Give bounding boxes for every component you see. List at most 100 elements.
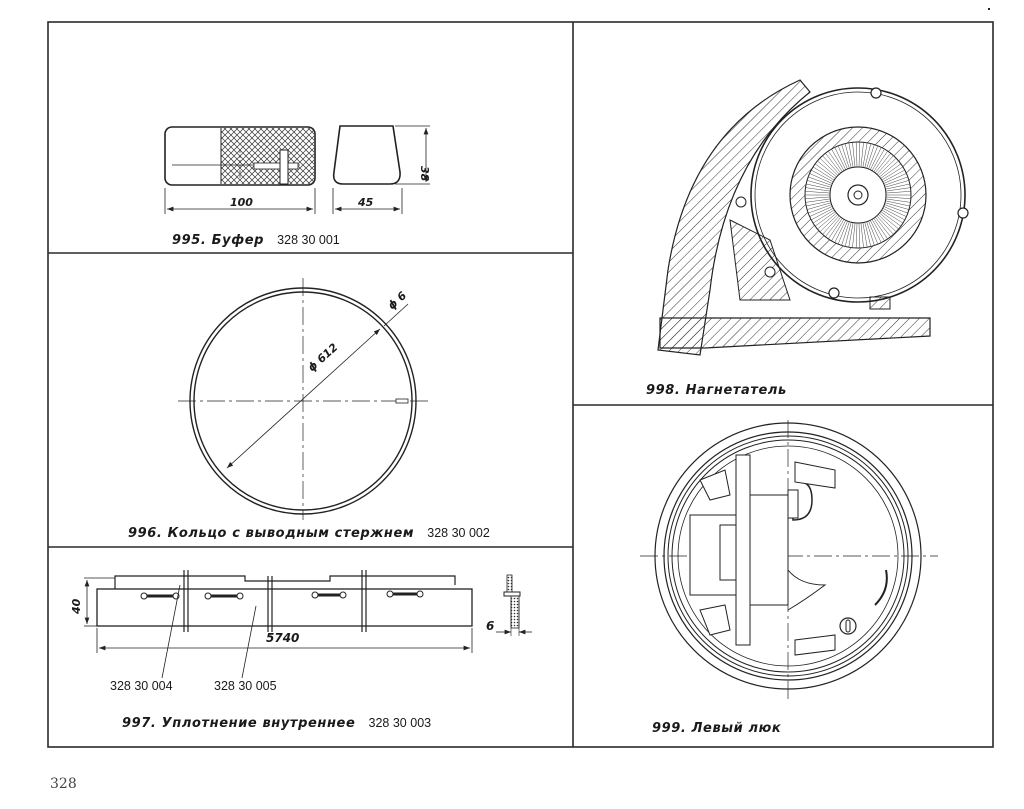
fan-blade — [873, 218, 888, 240]
fan-blade — [819, 158, 839, 176]
fan-blade — [825, 216, 841, 237]
fig-997-callout-1: 328 30 004 — [110, 679, 173, 693]
fan-blade — [885, 187, 911, 192]
fan-blade — [871, 148, 885, 171]
fig-998-drawing — [657, 79, 969, 356]
fan-blade — [885, 196, 911, 199]
fan-blade — [883, 206, 907, 217]
fig-995-part-code: 328 30 001 — [277, 233, 340, 247]
fig-999-caption: 999. Левый люк — [652, 721, 781, 736]
fan-blade — [848, 142, 854, 168]
fan-blade — [883, 173, 907, 184]
outer-frame — [47, 21, 994, 748]
fan-blade — [852, 222, 856, 248]
fan-blade — [881, 166, 904, 181]
dim-997-thickness: 6 — [486, 619, 494, 633]
fan-blade — [811, 207, 834, 221]
fan-blade — [805, 198, 831, 203]
fan-blade — [814, 163, 836, 179]
fan-blade — [870, 220, 882, 243]
dim-995-height: 38 — [418, 166, 431, 182]
fan-blade — [885, 191, 911, 194]
fig-999-number: 999. — [652, 721, 687, 736]
fan-blade — [884, 204, 908, 214]
fan-blade — [871, 219, 885, 242]
fig-997-part-code: 328 30 003 — [368, 716, 432, 730]
fan-blade — [884, 176, 908, 186]
fan-blade — [879, 160, 899, 178]
fig-997-callout-2: 328 30 005 — [214, 679, 277, 693]
fig-996-number: 996. — [128, 526, 163, 541]
fig-999-title: Левый люк — [691, 721, 782, 736]
fan-blade — [879, 212, 899, 230]
fan-blade — [885, 200, 910, 207]
fan-blade — [866, 144, 875, 169]
fan-blade — [876, 155, 894, 175]
fig-997-title: Уплотнение внутреннее — [161, 716, 356, 731]
fan-blade — [855, 142, 858, 168]
fan-blade — [864, 222, 872, 247]
dim-997-height: 40 — [70, 598, 83, 615]
fan-blade — [880, 163, 902, 179]
fan-blade — [860, 142, 864, 168]
fig-998-number: 998. — [646, 383, 681, 398]
fan-blade — [858, 222, 861, 248]
fan-blade — [819, 214, 839, 232]
fan-blade — [825, 153, 841, 174]
fan-blade — [834, 220, 846, 243]
fan-blade — [831, 219, 845, 242]
fan-blade — [885, 183, 910, 190]
fan-blade — [855, 222, 858, 248]
dim-995-length: 100 — [230, 196, 253, 209]
fan-blade — [880, 211, 902, 227]
registration-mark — [988, 8, 990, 10]
fan-blade — [882, 169, 905, 183]
fan-blade — [858, 142, 861, 168]
fan-blade — [837, 220, 848, 245]
fan-blade — [814, 211, 836, 227]
fan-blade — [806, 200, 831, 207]
fan-blade — [828, 218, 843, 240]
fan-blade — [844, 222, 852, 247]
fan-blade — [831, 148, 845, 171]
fig-995-drawing — [164, 125, 430, 214]
fan-blade — [852, 142, 856, 168]
fan-blade — [817, 212, 837, 230]
fan-blade — [805, 191, 831, 194]
fan-blade — [885, 198, 911, 203]
fan-blade — [884, 180, 910, 188]
fig-998-title: Нагнетатель — [685, 383, 787, 398]
fig-995-number: 995. — [172, 233, 207, 248]
fig-997-caption: 997. Уплотнение внутреннее 328 30 003 — [122, 716, 431, 731]
fan-blade — [882, 207, 905, 221]
fan-blade — [862, 222, 868, 248]
fan-blade — [805, 187, 831, 192]
fan-blade — [860, 222, 864, 248]
fan-blade — [873, 150, 888, 172]
fig-995-title: Буфер — [211, 233, 265, 248]
fan-blade — [811, 169, 834, 183]
fan-blade — [875, 216, 891, 237]
fig-995-caption: 995. Буфер 328 30 001 — [172, 233, 340, 248]
fan-blade — [866, 221, 875, 246]
fan-blade — [870, 147, 882, 170]
fan-blade — [812, 166, 835, 181]
fan-blade — [809, 206, 833, 217]
fig-998-caption: 998. Нагнетатель — [646, 383, 787, 398]
fan-blade — [877, 214, 897, 232]
fig-997-number: 997. — [122, 716, 157, 731]
fan-blade — [841, 221, 850, 246]
fan-blade — [834, 147, 846, 170]
fig-997-drawing — [84, 570, 532, 679]
fan-blade — [884, 202, 910, 210]
dim-995-width: 45 — [357, 196, 374, 209]
fan-blade — [844, 143, 852, 168]
fan-blade — [837, 145, 848, 170]
fan-blade — [808, 204, 832, 214]
fan-blade — [806, 180, 832, 188]
fig-996-part-code: 328 30 002 — [427, 526, 490, 540]
fig-996-caption: 996. Кольцо с выводным стержнем 328 30 0… — [128, 526, 490, 541]
fan-blade — [828, 150, 843, 172]
fan-blade — [881, 209, 904, 224]
